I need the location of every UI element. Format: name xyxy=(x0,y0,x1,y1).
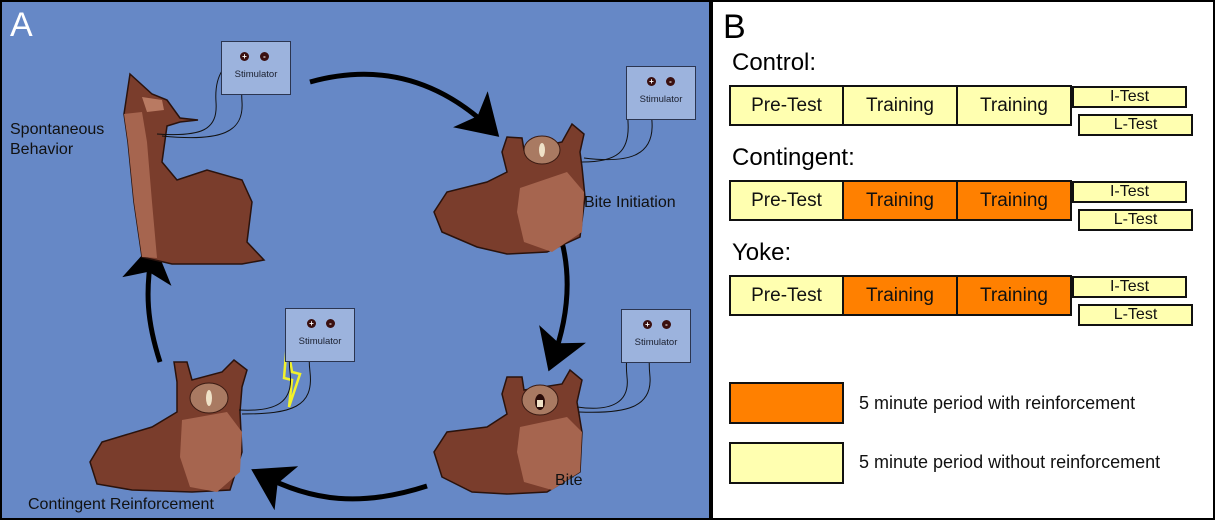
stimulator-label: Stimulator xyxy=(639,94,683,105)
panel-b: B Control: Pre-Test Training Training I-… xyxy=(713,2,1213,518)
negative-terminal-icon: - xyxy=(260,52,269,61)
l-test-box: L-Test xyxy=(1078,114,1193,136)
group-title-contingent: Contingent: xyxy=(732,144,855,171)
segment: Pre-Test xyxy=(729,85,844,126)
stage-label-contingent-reinforcement: Contingent Reinforcement xyxy=(28,496,214,513)
l-test-box: L-Test xyxy=(1078,209,1193,231)
panel-a: A xyxy=(2,2,709,518)
segment: Pre-Test xyxy=(729,180,844,221)
arrow-initiation-to-bite xyxy=(539,241,586,372)
shock-bolt-icon xyxy=(282,341,302,408)
arrow-bite-to-reinforcement xyxy=(251,466,428,511)
l-test-box: L-Test xyxy=(1078,304,1193,326)
segment: Pre-Test xyxy=(729,275,844,316)
i-test-box: I-Test xyxy=(1072,86,1187,108)
positive-terminal-icon: + xyxy=(647,77,656,86)
stimulator-box: + - Stimulator xyxy=(221,41,291,95)
negative-terminal-icon: - xyxy=(666,77,675,86)
aplysia-contingent-reinforcement xyxy=(89,341,302,493)
panel-b-letter: B xyxy=(723,8,746,46)
negative-terminal-icon: - xyxy=(326,319,335,328)
stimulator-label: Stimulator xyxy=(234,69,278,80)
stimulator-label: Stimulator xyxy=(634,337,678,348)
stage-label-spontaneous-behavior: Spontaneous Behavior xyxy=(10,121,105,158)
segment: Training xyxy=(844,85,958,126)
arrow-reinforcement-to-behavior xyxy=(122,242,172,363)
aplysia-bite xyxy=(433,368,583,495)
cycle-illustration xyxy=(89,53,672,511)
legend-swatch-unreinforced xyxy=(729,442,844,484)
legend-label-unreinforced: 5 minute period without reinforcement xyxy=(859,452,1161,472)
group-title-control: Control: xyxy=(732,49,817,76)
positive-terminal-icon: + xyxy=(307,319,316,328)
stimulator-box: + - Stimulator xyxy=(621,309,691,363)
stage-label-bite: Bite xyxy=(555,472,583,489)
group-title-yoke: Yoke: xyxy=(732,239,792,266)
i-test-box: I-Test xyxy=(1072,276,1187,298)
legend-swatch-reinforced xyxy=(729,382,844,424)
segment: Training xyxy=(958,180,1072,221)
panel-a-letter: A xyxy=(10,6,33,44)
stage-label-bite-initiation: Bite Initiation xyxy=(584,194,676,211)
negative-terminal-icon: - xyxy=(662,320,671,329)
positive-terminal-icon: + xyxy=(643,320,652,329)
stimulator-box: + - Stimulator xyxy=(285,308,355,362)
aplysia-bite-initiation xyxy=(433,122,586,255)
aplysia-spontaneous-behavior xyxy=(123,72,266,265)
stimulator-box: + - Stimulator xyxy=(626,66,696,120)
segment: Training xyxy=(844,275,958,316)
segment: Training xyxy=(844,180,958,221)
positive-terminal-icon: + xyxy=(240,52,249,61)
segment: Training xyxy=(958,275,1072,316)
legend-label-reinforced: 5 minute period with reinforcement xyxy=(859,393,1136,413)
arrow-behavior-to-initiation xyxy=(309,71,500,137)
stimulator-label: Stimulator xyxy=(298,336,342,347)
segment: Training xyxy=(958,85,1072,126)
i-test-box: I-Test xyxy=(1072,181,1187,203)
